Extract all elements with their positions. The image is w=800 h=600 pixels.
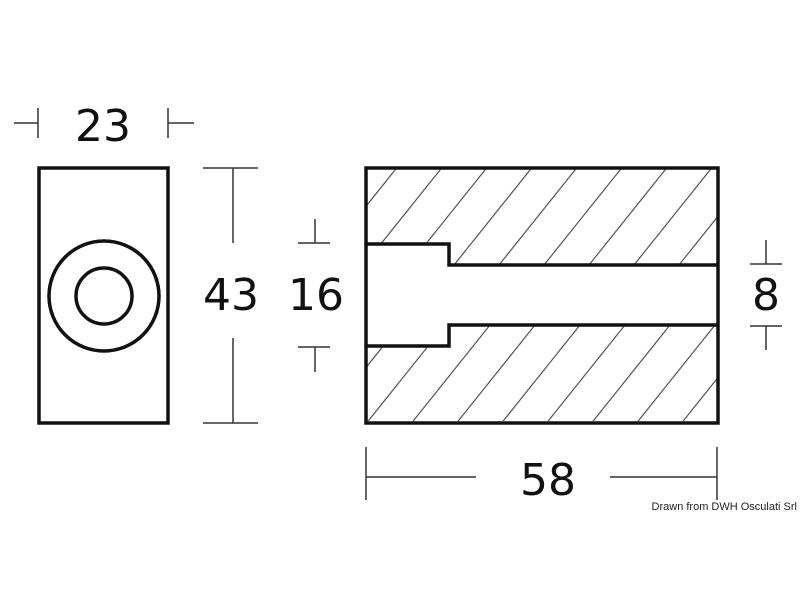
outer-circle: [47, 239, 161, 353]
bore-label: 8: [752, 270, 780, 321]
counterbore-dimension: [298, 219, 330, 372]
section-outline: [364, 166, 720, 425]
bore-dimension: [750, 240, 782, 350]
width-dimension: [14, 108, 194, 138]
length-dimension: [365, 447, 718, 500]
width-label: 23: [75, 101, 131, 152]
length-label: 58: [520, 455, 576, 506]
section-view: 16: [288, 166, 782, 506]
front-body-outline: [37, 166, 170, 425]
height-label: 43: [203, 270, 259, 321]
height-dimension: [203, 167, 258, 424]
counterbore-label: 16: [288, 270, 344, 321]
inner-circle: [74, 266, 134, 326]
front-view: 23 43: [14, 101, 259, 425]
credit-text: Drawn from DWH Osculati Srl: [652, 501, 797, 513]
